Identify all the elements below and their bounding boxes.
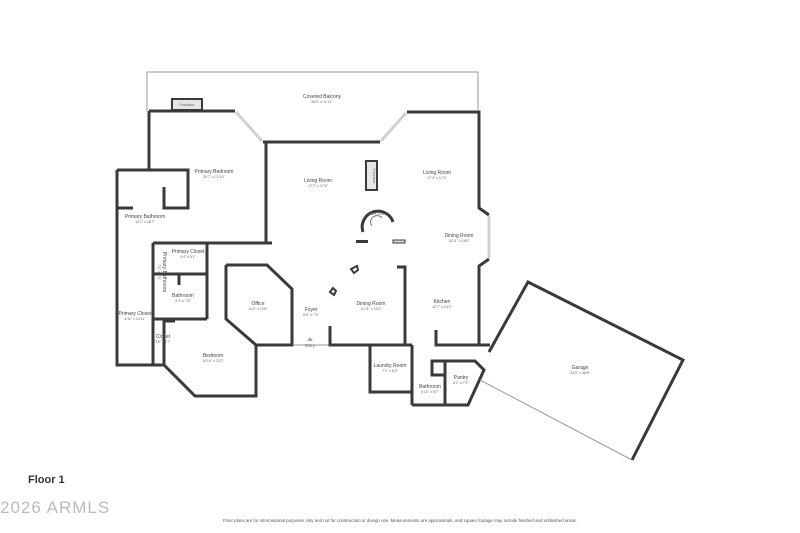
wall — [115, 170, 164, 367]
room-dimensions: 20'7" x 22'10" — [203, 175, 225, 179]
room-dimensions: 17'4" x 17'1" — [427, 176, 447, 180]
room-dimensions: 5'11" x 14'11" — [124, 317, 146, 321]
room-dimensions: 9'4" x 5'1" — [180, 255, 196, 259]
room-dimensions: 17'2" x 17'6" — [308, 184, 328, 188]
room-dimensions: 6'6" x 7'6" — [303, 313, 319, 317]
room-dimensions: 6'1" x 7'2" — [453, 381, 469, 385]
room-name: Laundry Room — [374, 363, 407, 369]
room-name: Bedroom — [203, 353, 223, 359]
pantry-wall — [412, 359, 486, 407]
room-dimensions: 7'1" x 8'3" — [382, 369, 398, 373]
stairs-label: Stairs Down — [367, 212, 386, 216]
room-name: Foyer — [305, 307, 318, 313]
bedroom-wall — [162, 265, 258, 398]
window — [379, 112, 408, 142]
room-dimensions: 9'4" x 7'6" — [175, 299, 191, 303]
room-name: Office — [252, 301, 265, 307]
laundry-wall — [368, 345, 414, 394]
fireplace-icon — [365, 160, 378, 191]
office-wall — [226, 263, 294, 347]
room-name: Closet — [156, 334, 171, 340]
room-dimensions: 3'6" x 7'7" — [155, 340, 171, 344]
fireplace-label: Fireplace — [180, 103, 195, 107]
room-dimensions: 15'10" x 13'3" — [202, 359, 224, 363]
wall — [117, 168, 190, 210]
room-name: Kitchen — [434, 299, 451, 305]
fireplace-label: Fireplace — [372, 169, 376, 184]
room-name: Primary Bedroom — [195, 169, 234, 175]
room-name: Bathroom — [419, 384, 441, 390]
room-dimensions: 7'1" x 5'0" — [157, 264, 161, 280]
kitchen-wall — [434, 330, 479, 347]
fireplace-icon — [171, 98, 203, 111]
balcony-outline — [146, 71, 479, 111]
wall-stub — [356, 240, 368, 243]
room-name: Dining Room — [357, 301, 386, 307]
room-dimensions: 15'11" x 18'9" — [448, 239, 470, 243]
room-name: Bathroom — [172, 293, 194, 299]
wall — [407, 110, 490, 217]
room-name: Dining Room — [445, 233, 474, 239]
window — [234, 110, 264, 143]
room-name: Living Room — [423, 170, 451, 176]
room-name: Living Room — [304, 178, 332, 184]
room-name: Pantry — [454, 375, 469, 381]
wall — [328, 326, 370, 347]
stairs-icon — [360, 209, 395, 233]
room-name: Primary Closet — [119, 311, 152, 317]
room-name: Covered Balcony — [303, 94, 342, 100]
room-name: Primary Closet — [172, 249, 205, 255]
wall-stub — [392, 239, 406, 244]
watermark: 2026 ARMLS — [0, 498, 111, 517]
room-dimensions: 56'0" x 11'11" — [311, 100, 333, 104]
room-dimensions: 34'5" x 38'8" — [570, 371, 590, 375]
room-dimensions: 11'0" x 10'6" — [248, 307, 268, 311]
disclaimer: Floor plans are for informational purpos… — [222, 518, 578, 523]
entry-arrow-icon — [307, 337, 313, 341]
floor-label: Floor 1 — [28, 474, 65, 486]
garage-wall — [487, 280, 686, 461]
room-dimensions: 12'1" x 18'7" — [135, 220, 155, 224]
room-dimensions: 5'10" x 6'7" — [421, 390, 439, 394]
column-icon — [349, 264, 360, 275]
room-name: Garage — [572, 365, 589, 371]
garage-door — [479, 379, 633, 461]
column-icon — [328, 286, 338, 297]
entry-label: Entry — [305, 343, 316, 348]
room-dimensions: 12'7" x 13'3" — [432, 305, 452, 309]
wall — [162, 319, 175, 365]
room-name: Primary Bathroom — [161, 252, 167, 292]
room-dimensions: 12'11" x 13'2" — [360, 307, 382, 311]
room-name: Primary Bathroom — [125, 214, 165, 220]
wall — [397, 265, 407, 345]
wall — [477, 257, 490, 347]
stairs-icon — [370, 215, 383, 227]
